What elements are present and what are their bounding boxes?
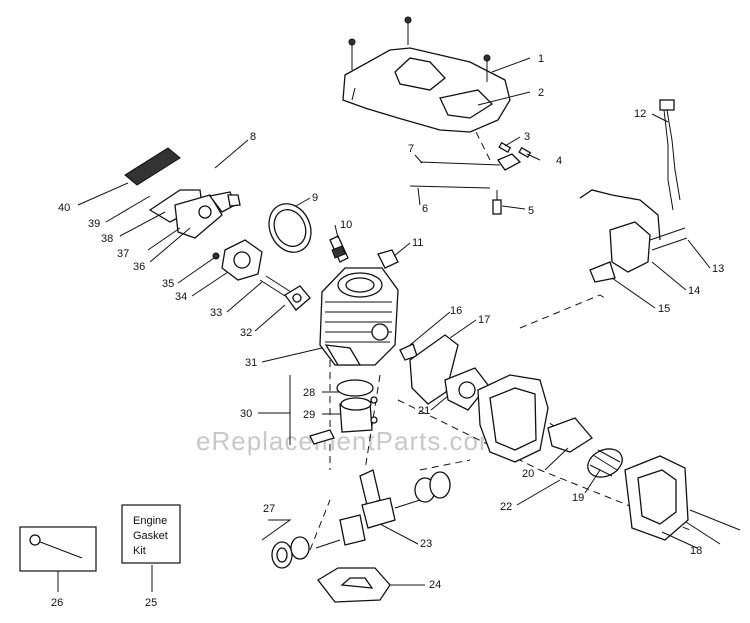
callout-23: 23 [420, 538, 432, 550]
callout-2: 2 [538, 87, 544, 99]
callout-9: 9 [312, 192, 318, 204]
callout-31: 31 [245, 357, 257, 369]
intake-adaptor [212, 239, 263, 281]
cylinder-gasket [259, 275, 311, 311]
callout-12: 12 [634, 108, 646, 120]
callout-37: 37 [117, 248, 129, 260]
callout-21: 21 [418, 405, 430, 417]
callout-1: 1 [538, 53, 544, 65]
callout-7: 7 [408, 143, 414, 155]
callout-11: 11 [412, 237, 423, 249]
small-hardware [409, 141, 532, 215]
gasket-kit-box: Engine Gasket Kit [121, 504, 181, 564]
callout-39: 39 [88, 218, 100, 230]
callout-40: 40 [58, 202, 70, 214]
muffler-gaskets [399, 334, 489, 411]
callout-33: 33 [210, 307, 222, 319]
callout-30: 30 [240, 408, 252, 420]
callout-14: 14 [688, 285, 700, 297]
callout-32: 32 [240, 327, 252, 339]
callout-16: 16 [450, 305, 462, 317]
top-cover [342, 47, 511, 133]
callout-29: 29 [303, 409, 315, 421]
kit-line-1: Engine [133, 515, 167, 527]
callout-26: 26 [51, 597, 63, 609]
spark-plug [329, 235, 399, 269]
callout-38: 38 [101, 233, 113, 245]
callout-22: 22 [500, 501, 512, 513]
piston-assembly [309, 379, 378, 445]
callout-4: 4 [556, 155, 562, 167]
callout-3: 3 [524, 131, 530, 143]
muffler-body [477, 374, 549, 463]
callout-25: 25 [145, 597, 157, 609]
kit-line-2: Gasket [133, 530, 168, 542]
callout-20: 20 [522, 468, 534, 480]
kit-line-3: Kit [133, 545, 146, 557]
crankcase-support [317, 567, 391, 603]
cover-bolts [348, 16, 491, 82]
cylinder [319, 267, 399, 366]
callout-27: 27 [263, 503, 275, 515]
tool-box [19, 526, 97, 572]
callout-18: 18 [690, 545, 702, 557]
callout-8: 8 [250, 131, 256, 143]
callout-36: 36 [133, 261, 145, 273]
callout-35: 35 [162, 278, 174, 290]
callout-19: 19 [572, 492, 584, 504]
filter-band [268, 203, 312, 253]
carburetor-group [124, 147, 241, 239]
leader-lines [57, 57, 711, 592]
spark-arrestor [547, 417, 623, 478]
callout-13: 13 [712, 263, 724, 275]
callout-10: 10 [340, 219, 352, 231]
ignition-group [579, 99, 688, 283]
callout-24: 24 [429, 579, 441, 591]
muffler-cover [624, 455, 741, 545]
callout-28: 28 [303, 387, 315, 399]
callout-34: 34 [175, 291, 187, 303]
callout-labels: 1 2 3 4 5 6 7 8 9 10 11 12 13 14 15 16 1… [51, 53, 724, 609]
crankshaft [271, 469, 451, 569]
callout-6: 6 [422, 203, 428, 215]
callout-15: 15 [658, 303, 670, 315]
callout-17: 17 [478, 314, 490, 326]
callout-5: 5 [528, 205, 534, 217]
